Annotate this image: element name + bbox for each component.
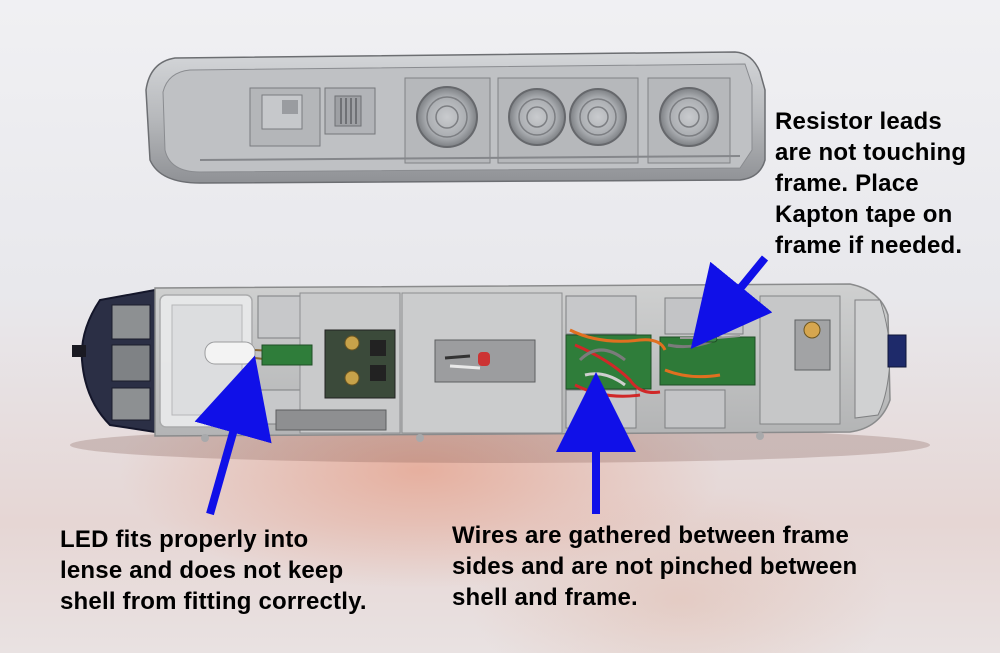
locomotive-shell [145,51,766,184]
locomotive-chassis [70,283,930,463]
caption-led-fit: LED fits properly into lense and does no… [60,526,367,615]
annotation-arrows [194,255,773,516]
arrow-led [194,355,272,516]
caption-resistor-leads: Resistor leads are not touching frame. P… [775,108,967,259]
radiator-fans [416,86,719,148]
arrow-resistor [690,255,773,349]
caption-wires-gathered: Wires are gathered between frame sides a… [452,522,858,611]
